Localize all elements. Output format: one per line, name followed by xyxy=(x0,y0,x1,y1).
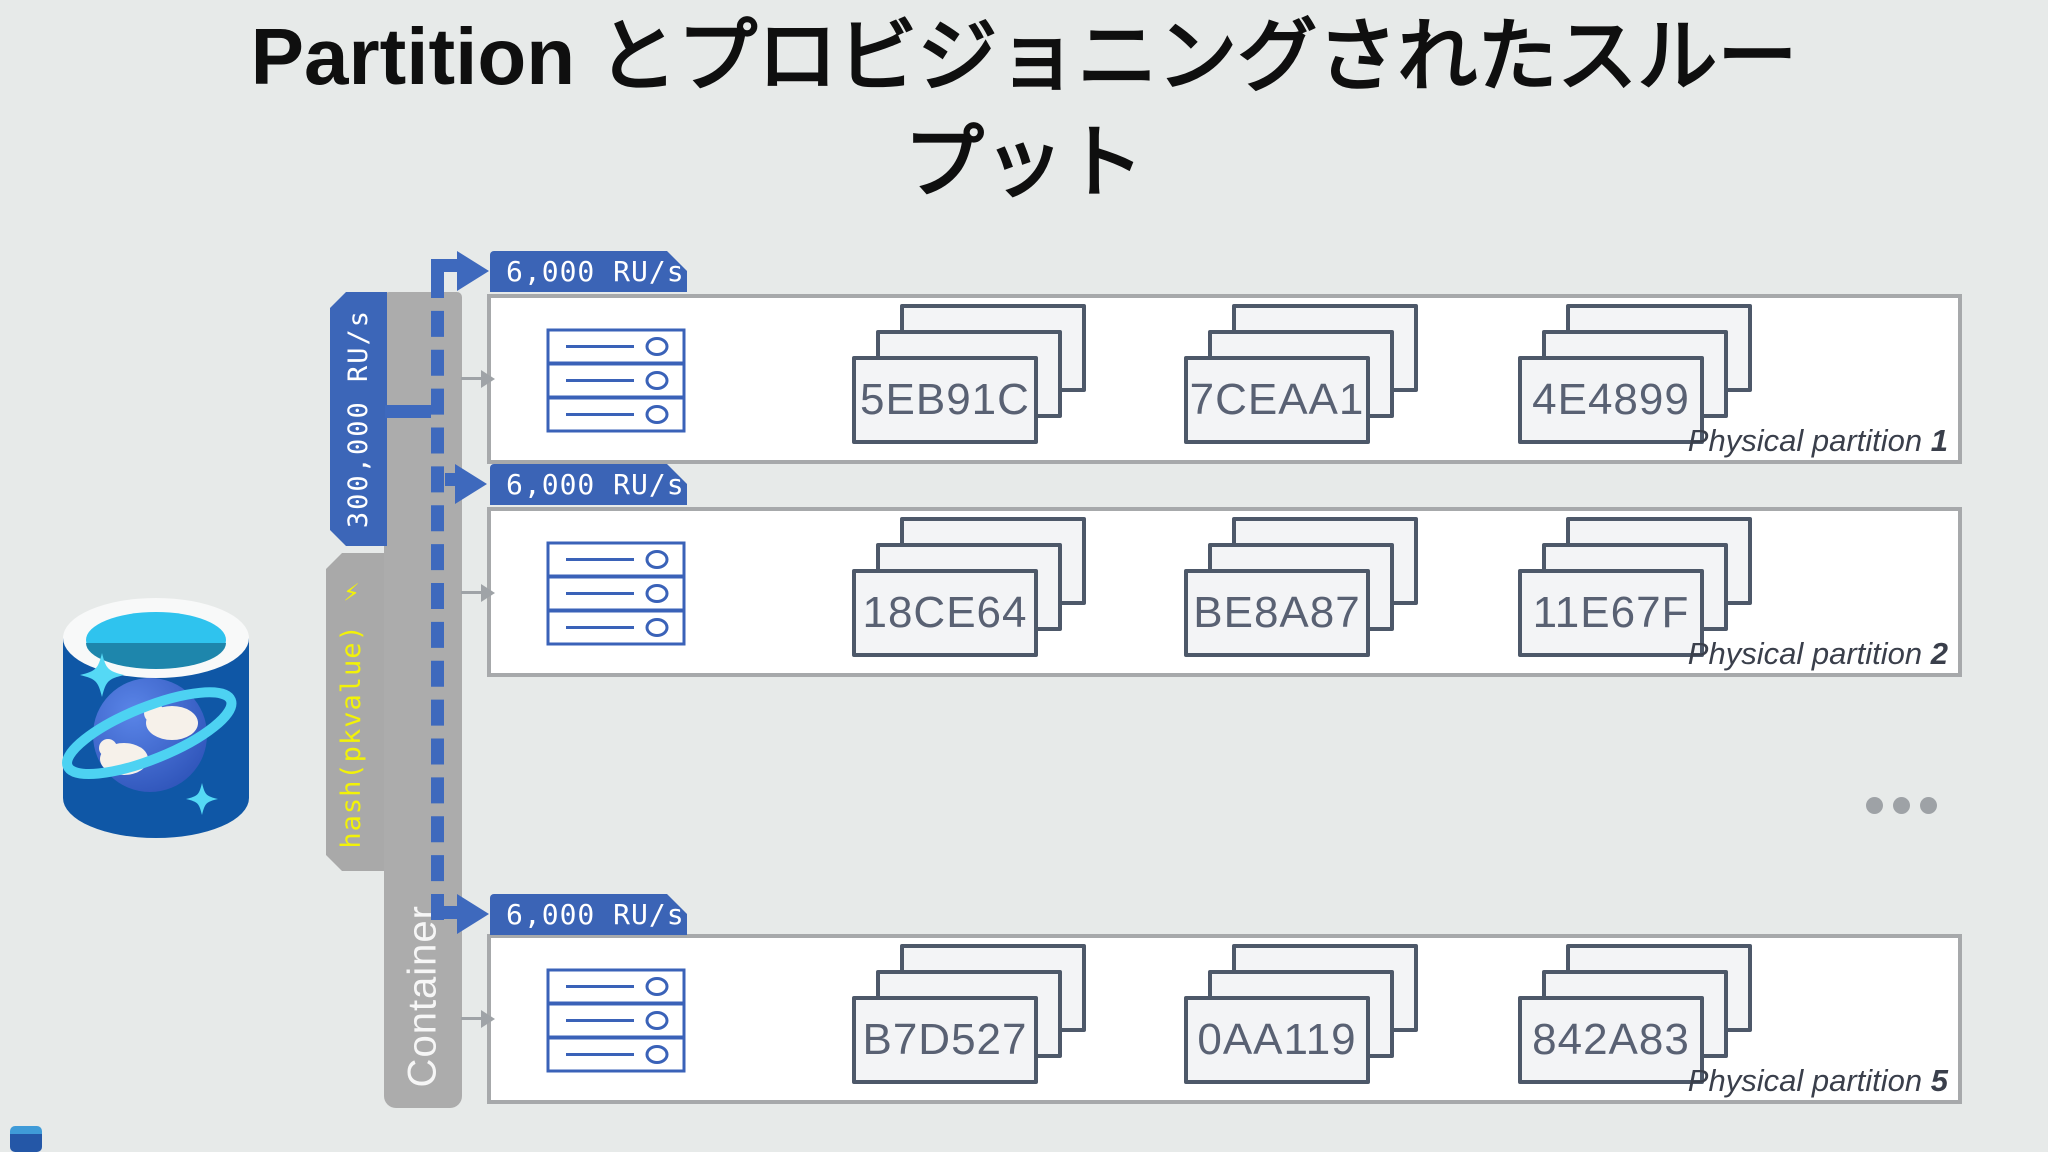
physical-partition-label: Physical partition 2 xyxy=(1687,636,1948,671)
partition-row: 18CE64 BE8A87 11E67F Physical partition … xyxy=(487,507,1962,677)
physical-partition-label: Physical partition 5 xyxy=(1687,1063,1948,1098)
planet-icon xyxy=(62,678,237,792)
document-id: BE8A87 xyxy=(1184,569,1370,657)
flow-line-corner-bottom xyxy=(431,906,457,919)
more-partitions-dots xyxy=(1866,797,1937,814)
document-id: B7D527 xyxy=(852,996,1038,1084)
flow-arrow-icon xyxy=(455,464,487,504)
partition-row: 5EB91C 7CEAA1 4E4899 Physical partition … xyxy=(487,294,1962,464)
total-throughput-badge: 300,000 RU/s xyxy=(330,292,387,546)
total-throughput-label: 300,000 RU/s xyxy=(343,309,374,529)
document-stack: 4E4899 xyxy=(1518,304,1754,446)
document-stack: B7D527 xyxy=(852,944,1088,1086)
container-bar: Container xyxy=(384,292,462,1108)
sparkle-icon xyxy=(186,783,218,815)
lightning-bolt-icon: ⚡ xyxy=(336,575,367,625)
partition-row: B7D527 0AA119 842A83 Physical partition … xyxy=(487,934,1962,1104)
server-icon xyxy=(546,328,686,433)
document-id: 4E4899 xyxy=(1518,356,1704,444)
flow-line-vertical xyxy=(431,272,444,920)
throughput-badge: 6,000 RU/s xyxy=(490,894,687,935)
hash-function-label: hash(pkvalue) ⚡ xyxy=(336,575,367,849)
row-arrow-line xyxy=(461,377,483,380)
flow-arrow-icon xyxy=(457,894,489,934)
document-id: 5EB91C xyxy=(852,356,1038,444)
azure-cosmos-db-icon xyxy=(62,598,249,838)
physical-partition-label: Physical partition 1 xyxy=(1687,423,1948,458)
document-id: 18CE64 xyxy=(852,569,1038,657)
document-id: 11E67F xyxy=(1518,569,1704,657)
document-id: 7CEAA1 xyxy=(1184,356,1370,444)
document-stack: 5EB91C xyxy=(852,304,1088,446)
document-stack: 11E67F xyxy=(1518,517,1754,659)
row-arrow-icon xyxy=(481,584,495,602)
document-id: 0AA119 xyxy=(1184,996,1370,1084)
flow-line-junction xyxy=(385,405,431,418)
document-id: 842A83 xyxy=(1518,996,1704,1084)
row-arrow-line xyxy=(461,591,483,594)
dot-icon xyxy=(1866,797,1883,814)
page-title: Partition とプロビジョニングされたスループット xyxy=(250,12,1798,207)
document-stack: 0AA119 xyxy=(1184,944,1420,1086)
row-arrow-icon xyxy=(481,1010,495,1028)
document-stack: 842A83 xyxy=(1518,944,1754,1086)
document-stack: BE8A87 xyxy=(1184,517,1420,659)
server-icon xyxy=(546,968,686,1073)
flow-arrow-icon xyxy=(457,251,489,291)
corner-accent xyxy=(10,1126,42,1152)
dot-icon xyxy=(1920,797,1937,814)
sparkle-icon xyxy=(80,653,124,697)
flow-line-corner-top xyxy=(431,259,457,272)
document-stack: 7CEAA1 xyxy=(1184,304,1420,446)
row-arrow-line xyxy=(461,1017,483,1020)
server-icon xyxy=(546,541,686,646)
row-arrow-icon xyxy=(481,370,495,388)
dot-icon xyxy=(1893,797,1910,814)
container-label: Container xyxy=(400,904,445,1087)
document-stack: 18CE64 xyxy=(852,517,1088,659)
throughput-badge: 6,000 RU/s xyxy=(490,464,687,505)
throughput-badge: 6,000 RU/s xyxy=(490,251,687,292)
